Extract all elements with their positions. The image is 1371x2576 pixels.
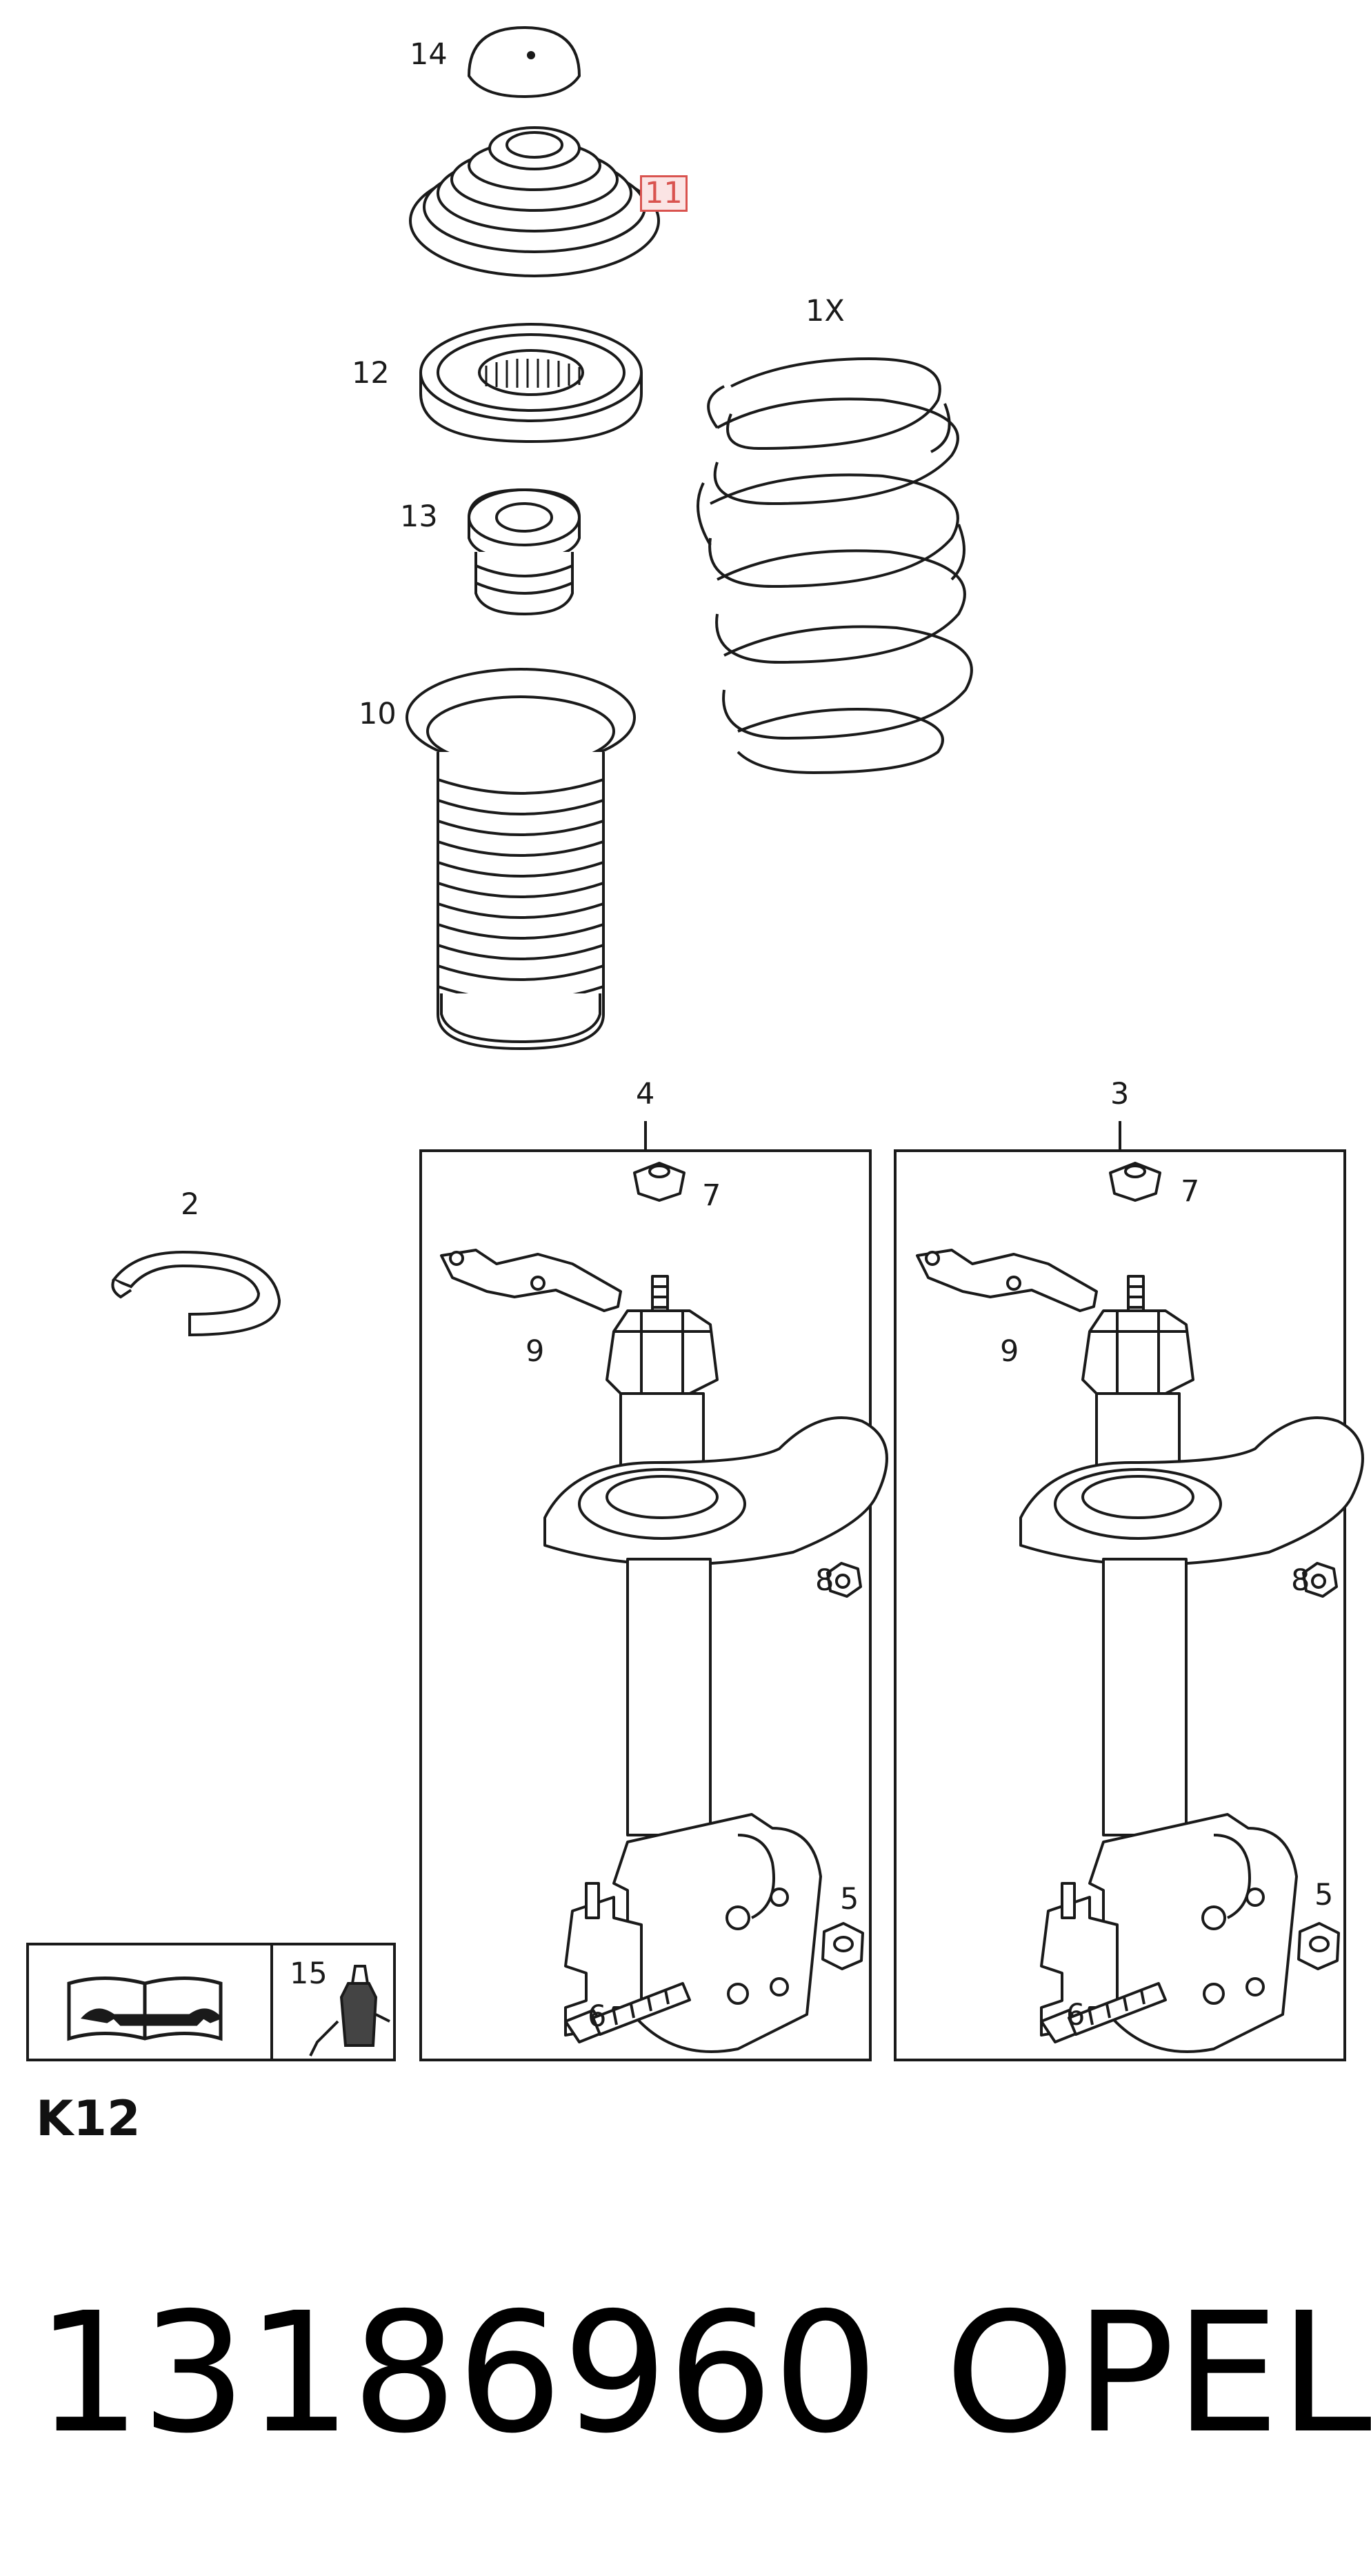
callout-7-left: 7	[702, 1178, 721, 1213]
callout-13: 13	[400, 499, 438, 534]
lubricant-bottle-icon	[309, 1965, 390, 2057]
callout-5-left: 5	[840, 1882, 859, 1916]
service-box	[26, 1943, 396, 2061]
part-1x-coil-spring	[697, 357, 973, 775]
callout-11: 11	[640, 175, 688, 212]
callout-9-left: 9	[526, 1334, 545, 1369]
part-10-dust-boot	[406, 668, 636, 1051]
callout-7-right: 7	[1181, 1174, 1200, 1209]
section-code: K12	[36, 2090, 141, 2147]
callout-1x: 1X	[805, 294, 845, 328]
callout-8-right: 8	[1291, 1563, 1310, 1598]
part-13-bump-stop	[468, 488, 581, 616]
part-12-bearing	[419, 323, 643, 444]
manual-book-icon	[67, 1976, 223, 2041]
callout-6-left: 6	[588, 1999, 607, 2034]
strut-assembly-4	[440, 1162, 888, 2053]
callout-3: 3	[1110, 1077, 1130, 1111]
callout-2: 2	[181, 1187, 200, 1222]
callout-4: 4	[636, 1077, 655, 1111]
wrench-icon	[81, 2008, 223, 2026]
part-14-cap	[467, 26, 581, 99]
callout-5-right: 5	[1314, 1878, 1334, 1912]
callout-10: 10	[359, 697, 397, 731]
part-2-spring-pad	[111, 1250, 281, 1337]
part-11-top-mount	[409, 126, 660, 277]
callout-12: 12	[352, 356, 390, 390]
callout-8-left: 8	[815, 1563, 834, 1598]
strut-assembly-3	[916, 1162, 1364, 2053]
callout-14: 14	[410, 37, 448, 72]
callout-6-right: 6	[1066, 1998, 1085, 2032]
brand-name: OPEL	[945, 2277, 1371, 2470]
part-number: 13186960	[36, 2277, 879, 2470]
callout-9-right: 9	[1000, 1334, 1019, 1369]
callout-15: 15	[290, 1956, 328, 1991]
